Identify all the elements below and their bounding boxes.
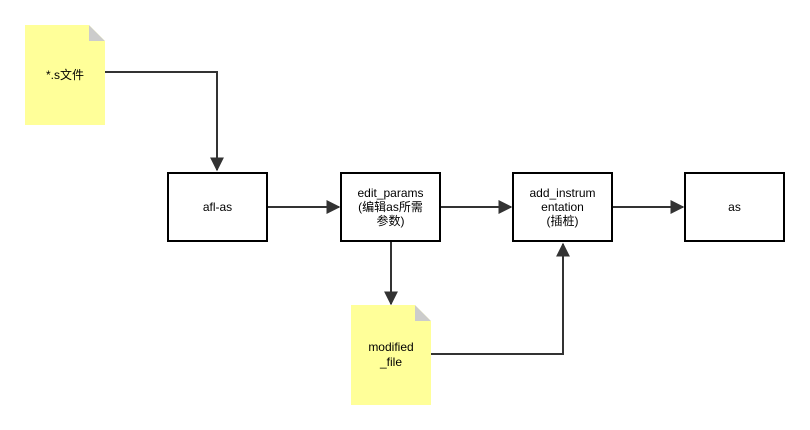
add-instrumentation-node: add_instrum entation (插桩) <box>512 172 613 242</box>
s-file-note: *.s文件 <box>25 25 105 125</box>
modified-file-note: modified _file <box>351 305 431 405</box>
add-instrumentation-label-line3: (插桩) <box>546 214 579 228</box>
as-label: as <box>728 200 741 214</box>
s-file-label: *.s文件 <box>45 67 84 82</box>
modified-file-label-line2: _file <box>379 355 402 369</box>
edge-modifiedfile-to-addinstrumentation <box>431 242 570 355</box>
add-instrumentation-label-line2: entation <box>541 200 584 214</box>
edge-sfile-to-aflas <box>105 71 224 172</box>
modified-file-label-line1: modified <box>368 340 414 354</box>
add-instrumentation-label-line1: add_instrum <box>529 186 596 200</box>
edit-params-label-line3: 参数) <box>376 214 405 228</box>
edit-params-label-line1: edit_params <box>357 186 424 200</box>
as-node: as <box>684 172 785 242</box>
edit-params-node: edit_params (编辑as所需 参数) <box>340 172 441 242</box>
afl-as-label: afl-as <box>202 200 233 214</box>
edit-params-label-line2: (编辑as所需 <box>358 200 423 214</box>
afl-as-node: afl-as <box>167 172 268 242</box>
